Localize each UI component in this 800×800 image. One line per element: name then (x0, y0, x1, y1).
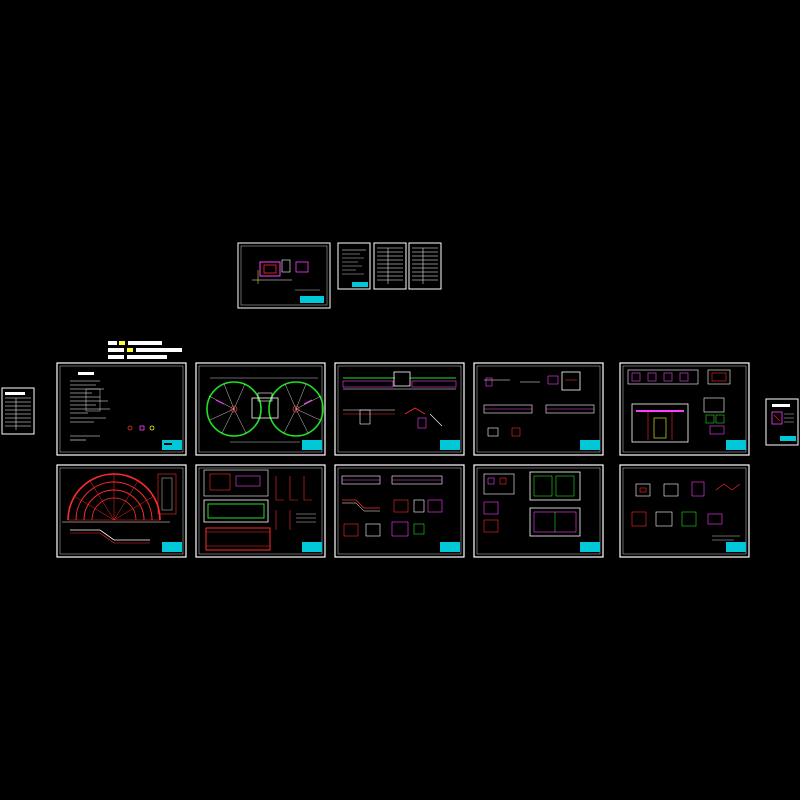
top-sheet-site-plan[interactable] (237, 242, 331, 309)
sheet-arc-plan[interactable] (56, 464, 187, 558)
sheet-plan-circles[interactable] (195, 362, 326, 456)
sheet-section-b[interactable] (473, 362, 604, 456)
sheet-rebar[interactable] (195, 464, 326, 558)
sheet-details-c[interactable] (619, 464, 750, 558)
sheet-details-b[interactable] (473, 464, 604, 558)
title-block (300, 296, 324, 303)
top-sheet-schedule-b[interactable] (408, 242, 442, 290)
header-text-block (108, 341, 182, 359)
top-sheet-schedule-a[interactable] (373, 242, 407, 290)
side-sheet-left-legend[interactable] (1, 387, 35, 435)
top-sheet-notes[interactable] (337, 242, 371, 290)
side-sheet-right-detail[interactable] (765, 398, 799, 446)
sheet-details-a[interactable] (334, 464, 465, 558)
sheet-building[interactable] (619, 362, 750, 456)
sheet-general-notes[interactable] (56, 362, 187, 456)
sheet-section-a[interactable] (334, 362, 465, 456)
